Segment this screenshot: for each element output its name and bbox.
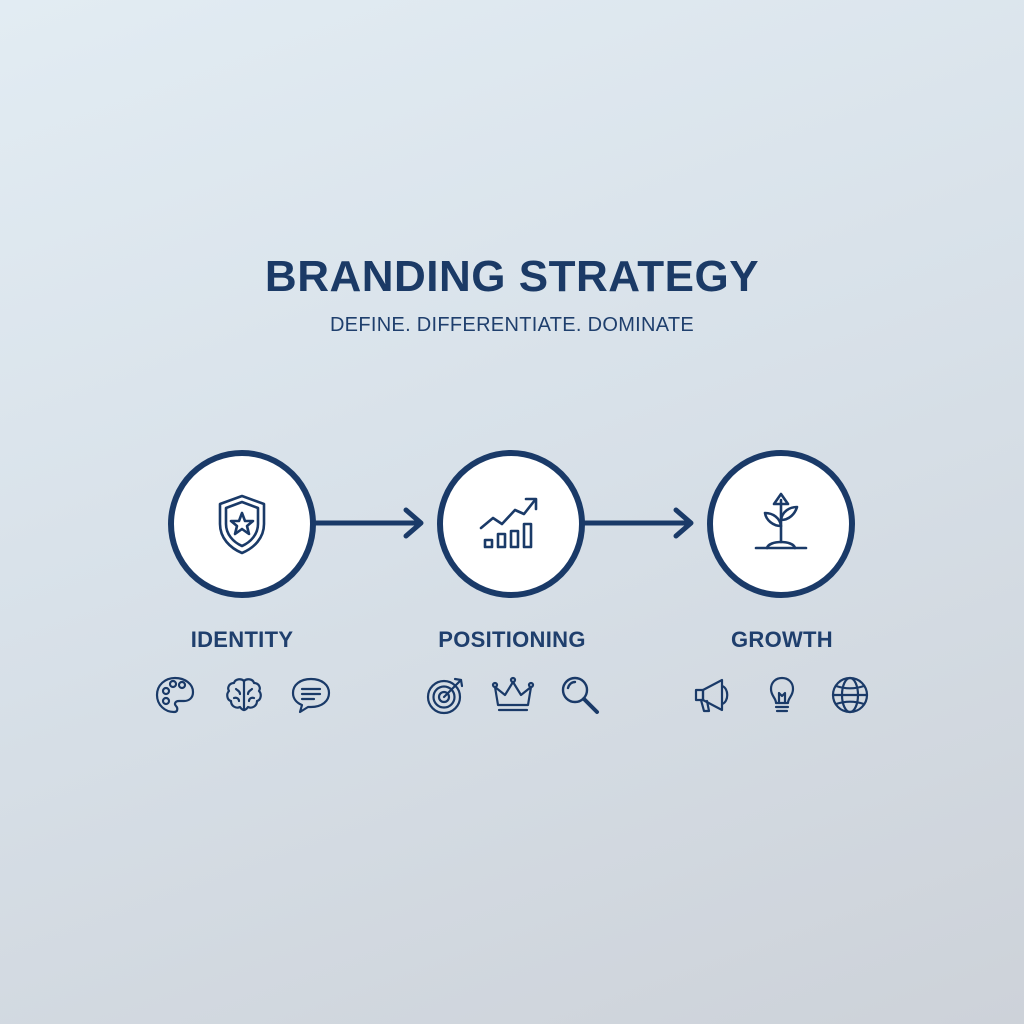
stage-circle-identity bbox=[168, 450, 316, 598]
growth-chart-icon bbox=[479, 497, 538, 549]
palette-icon bbox=[153, 673, 197, 717]
brain-icon bbox=[222, 673, 266, 717]
target-icon bbox=[424, 673, 468, 717]
arrow-positioning-to-growth bbox=[582, 507, 694, 539]
crown-icon bbox=[491, 673, 535, 717]
magnifier-icon bbox=[558, 673, 602, 717]
globe-icon bbox=[828, 673, 872, 717]
stage-label-growth: GROWTH bbox=[730, 627, 833, 652]
megaphone-icon bbox=[692, 673, 736, 717]
page-title: BRANDING STRATEGY bbox=[264, 252, 760, 301]
arrow-identity-to-positioning bbox=[313, 507, 424, 539]
stage-label-identity: IDENTITY bbox=[190, 627, 294, 652]
page-subtitle: DEFINE. DIFFERENTIATE. DOMINATE bbox=[329, 314, 695, 336]
stage-circle-growth bbox=[707, 450, 855, 598]
speech-bubble-icon bbox=[289, 673, 333, 717]
lightbulb-icon bbox=[760, 673, 804, 717]
shield-star-icon bbox=[218, 494, 266, 555]
sprout-icon bbox=[754, 492, 808, 550]
stage-label-positioning: POSITIONING bbox=[438, 627, 586, 652]
stage-circle-positioning bbox=[437, 450, 585, 598]
